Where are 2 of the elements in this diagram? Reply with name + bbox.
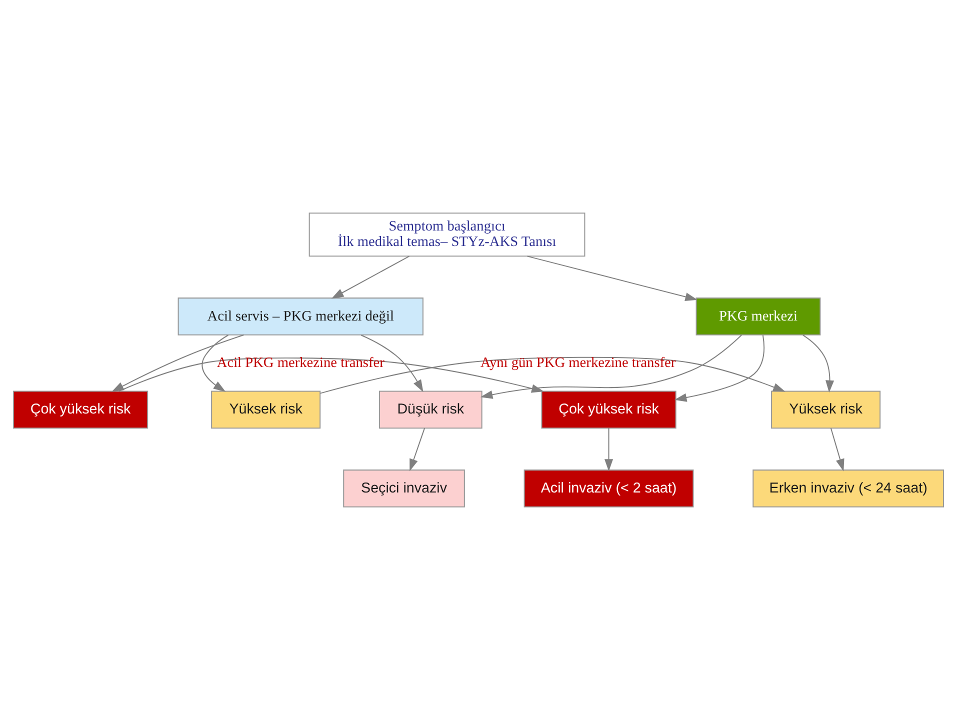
edge-label: Acil PKG merkezine transfer <box>216 354 384 370</box>
edge-label: Aynı gün PKG merkezine transfer <box>480 354 676 370</box>
